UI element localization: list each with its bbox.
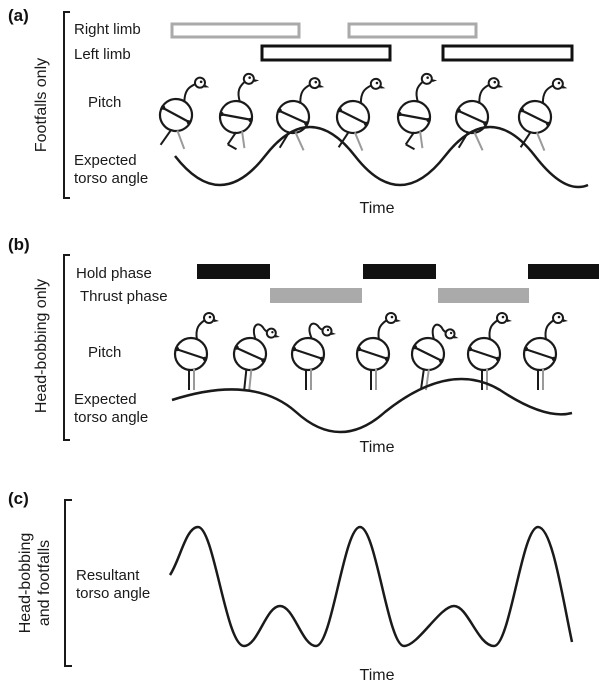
panel-a-section-label: Footfalls only [33, 58, 50, 152]
row-label-resultant: Resultant [76, 567, 140, 584]
bird-icon [466, 312, 512, 390]
bird-icon [454, 77, 504, 151]
panel-a-label: (a) [8, 6, 29, 25]
bird-icon [173, 312, 219, 390]
bird-icon [396, 72, 438, 151]
panel-a: (a) Footfalls only Right limb Left limb … [8, 6, 589, 217]
panel-b-section-label: Head-bobbing only [33, 279, 50, 413]
bird-icon [158, 76, 210, 150]
pitch-birds-a [158, 72, 568, 152]
hold-phase-bar [528, 264, 599, 279]
bird-icon [355, 312, 401, 390]
bird-icon [232, 323, 280, 391]
panel-a-time-label: Time [360, 200, 395, 217]
row-label-expected: Expected [74, 152, 137, 169]
row-label-right-limb: Right limb [74, 21, 141, 38]
panel-b: (b) Head-bobbing only Hold phase Thrust … [8, 235, 599, 456]
hold-phase-bar [197, 264, 270, 279]
row-label-torso-angle: torso angle [74, 170, 148, 187]
resultant-torso-curve [168, 525, 574, 648]
right-limb-bar [170, 22, 301, 39]
bird-icon [517, 77, 568, 152]
right-limb-bar [347, 22, 478, 39]
row-label-thrust-phase: Thrust phase [80, 288, 168, 305]
expected-torso-curve-a [174, 125, 589, 189]
thrust-phase-bar [438, 288, 529, 303]
panel-c-section-label-line1: Head-bobbing [17, 533, 34, 634]
bird-icon [410, 323, 459, 391]
left-limb-bar [441, 44, 574, 62]
bird-icon [290, 322, 336, 390]
row-label-pitch: Pitch [88, 344, 121, 361]
panel-c-label: (c) [8, 489, 29, 508]
panel-b-time-label: Time [360, 439, 395, 456]
panel-c-bracket [64, 499, 72, 667]
panel-a-bracket [63, 11, 70, 199]
bird-icon [218, 72, 260, 151]
bird-icon [335, 77, 386, 152]
panel-b-label: (b) [8, 235, 30, 254]
row-label-left-limb: Left limb [74, 46, 131, 63]
pitch-birds-b [173, 312, 568, 391]
thrust-phase-bar [270, 288, 362, 303]
row-label-expected: Expected [74, 391, 137, 408]
row-label-torso-angle: torso angle [74, 409, 148, 426]
row-label-pitch: Pitch [88, 94, 121, 111]
panel-c-section-label-line2: and footfalls [36, 540, 53, 626]
row-label-hold-phase: Hold phase [76, 265, 152, 282]
bird-icon [275, 77, 325, 151]
bird-icon [522, 312, 568, 390]
row-label-torso-angle: torso angle [76, 585, 150, 602]
expected-torso-curve-b [171, 377, 573, 434]
left-limb-bar [260, 44, 392, 62]
hold-phase-bar [363, 264, 436, 279]
panel-c-time-label: Time [360, 667, 395, 684]
panel-b-bracket [63, 254, 70, 441]
panel-c: (c) Head-bobbing and footfalls Resultant… [8, 489, 574, 684]
